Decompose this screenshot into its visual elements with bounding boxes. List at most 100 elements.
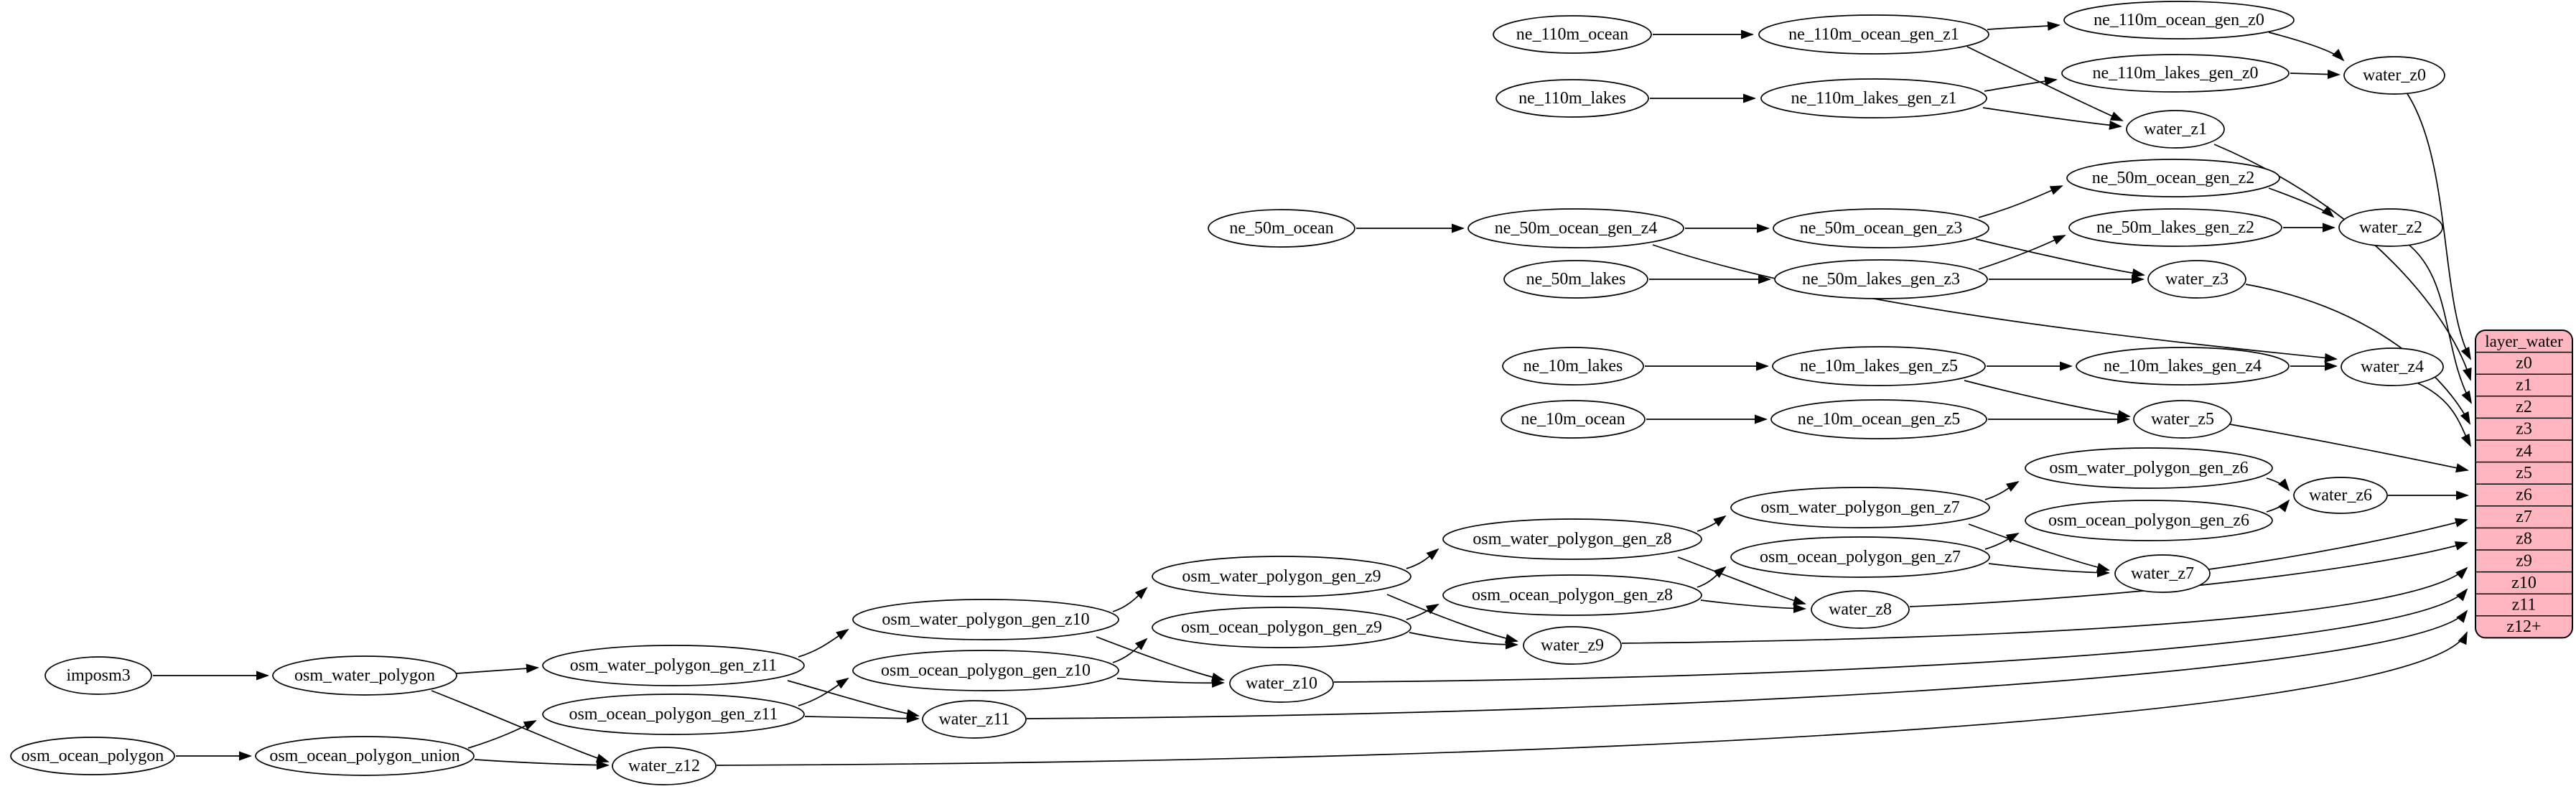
node-ellipse-ne_110m_lakes_gen_z1 [1760,78,1987,118]
node-ellipse-osm_ocean_polygon_gen_z9 [1152,607,1411,648]
edge-osm_water_polygon_gen_z11-to-water_z11 [787,680,920,719]
node-water_z10: water_z10 [1229,664,1334,703]
layer-water-row-z7: z7 [2516,508,2532,526]
edges-layer [153,21,2472,770]
edge-ne_110m_ocean_gen_z1-to-water_z1 [1966,46,2124,121]
node-osm_water_polygon_gen_z10: osm_water_polygon_gen_z10 [852,599,1119,640]
node-label-water_z12: water_z12 [628,757,700,775]
edge-ne_110m_lakes_gen_z1-to-water_z1 [1982,107,2122,130]
node-label-ne_10m_ocean_gen_z5: ne_10m_ocean_gen_z5 [1798,410,1961,429]
node-ellipse-osm_water_polygon_gen_z7 [1730,487,1990,528]
node-water_z6: water_z6 [2293,477,2388,514]
node-ellipse-osm_water_polygon_gen_z10 [852,599,1119,640]
node-label-water_z6: water_z6 [2309,486,2372,505]
node-water_z5: water_z5 [2133,400,2232,439]
node-osm_ocean_polygon: osm_ocean_polygon [10,737,175,775]
node-ellipse-ne_10m_lakes_gen_z4 [2076,347,2290,386]
layer-water-row-z12+: z12+ [2506,617,2541,636]
edge-water_z12-to-row_z12+ [716,631,2468,766]
node-label-ne_50m_ocean: ne_50m_ocean [1229,219,1333,238]
node-water_z9: water_z9 [1523,626,1622,665]
node-label-ne_10m_ocean: ne_10m_ocean [1521,410,1625,429]
node-ellipse-water_z1 [2126,110,2225,149]
node-label-ne_110m_ocean: ne_110m_ocean [1516,25,1628,44]
layer-water-row-z2: z2 [2516,398,2532,416]
node-ellipse-water_z4 [2341,347,2444,386]
edge-ne_50m_ocean_gen_z3-to-water_z3 [1975,238,2145,278]
node-label-water_z8: water_z8 [1829,600,1892,619]
node-water_z7: water_z7 [2114,554,2211,593]
node-ellipse-osm_ocean_polygon_gen_z7 [1730,536,1990,578]
node-water_z8: water_z8 [1811,590,1910,629]
edge-osm_ocean_polygon_gen_z7-to-osm_ocean_polygon_gen_z6 [1984,533,2020,550]
node-ellipse-osm_ocean_polygon_gen_z10 [852,650,1119,691]
layer-water-row-z0: z0 [2516,354,2532,373]
node-ne_50m_lakes_gen_z2: ne_50m_lakes_gen_z2 [2068,208,2282,247]
node-ellipse-ne_110m_ocean [1493,15,1652,54]
node-label-ne_110m_lakes_gen_z1: ne_110m_lakes_gen_z1 [1791,89,1956,108]
node-water_z4: water_z4 [2341,347,2444,386]
node-water_z3: water_z3 [2147,260,2246,299]
node-ne_10m_lakes_gen_z5: ne_10m_lakes_gen_z5 [1772,346,1986,386]
layer-water-table: layer_waterz0z1z2z3z4z5z6z7z8z9z10z11z12… [2475,330,2573,639]
node-label-osm_ocean_polygon_union: osm_ocean_polygon_union [269,747,459,765]
node-ne_50m_ocean_gen_z3: ne_50m_ocean_gen_z3 [1773,208,1989,248]
node-ne_10m_ocean: ne_10m_ocean [1501,400,1646,439]
node-osm_ocean_polygon_gen_z8: osm_ocean_polygon_gen_z8 [1442,574,1702,616]
node-ne_50m_ocean_gen_z4: ne_50m_ocean_gen_z4 [1467,208,1684,248]
node-label-osm_ocean_polygon_gen_z11: osm_ocean_polygon_gen_z11 [569,705,778,724]
node-label-osm_ocean_polygon_gen_z8: osm_ocean_polygon_gen_z8 [1472,586,1673,604]
node-osm_water_polygon_gen_z8: osm_water_polygon_gen_z8 [1442,518,1702,560]
node-ne_50m_ocean: ne_50m_ocean [1208,209,1355,248]
edge-water_z11-to-row_z11 [1026,610,2468,719]
nodes-layer: ne_110m_ocean ne_110m_ocean_gen_z1 ne_110m… [10,1,2445,785]
edge-water_z8-to-row_z8 [1909,541,2468,607]
edge-osm_ocean_polygon_gen_z9-to-water_z9 [1409,632,1518,650]
edge-osm_ocean_polygon_gen_z9-to-osm_ocean_polygon_gen_z8 [1406,604,1439,620]
edge-ne_50m_ocean_gen_z3-to-ne_50m_ocean_gen_z2 [1978,185,2063,218]
node-label-water_z0: water_z0 [2363,66,2426,85]
node-imposm3: imposm3 [45,656,152,695]
node-label-ne_110m_lakes: ne_110m_lakes [1518,89,1626,108]
node-osm_water_polygon_gen_z7: osm_water_polygon_gen_z7 [1730,487,1990,528]
node-ellipse-osm_ocean_polygon_union [255,736,475,776]
node-water_z1: water_z1 [2126,110,2225,149]
node-ellipse-water_z6 [2293,477,2388,514]
node-osm_ocean_polygon_union: osm_ocean_polygon_union [255,736,475,776]
node-ellipse-osm_ocean_polygon [10,737,175,775]
edge-osm_water_polygon_gen_z8-to-water_z8 [1677,556,1806,605]
node-ne_50m_lakes: ne_50m_lakes [1503,260,1648,299]
node-ellipse-ne_50m_ocean_gen_z2 [2066,159,2280,197]
node-ellipse-osm_ocean_polygon_gen_z8 [1442,574,1702,616]
node-ne_110m_ocean_gen_z1: ne_110m_ocean_gen_z1 [1758,14,1989,55]
node-ne_10m_ocean_gen_z5: ne_10m_ocean_gen_z5 [1770,399,1987,439]
layer-water-row-z10: z10 [2511,574,2537,592]
node-label-osm_water_polygon_gen_z8: osm_water_polygon_gen_z8 [1473,530,1671,548]
edge-osm_water_polygon_gen_z6-to-water_z6 [2266,477,2290,492]
node-osm_water_polygon_gen_z6: osm_water_polygon_gen_z6 [2025,447,2273,489]
edge-water_z4-to-row_z4 [2416,382,2471,447]
node-ellipse-ne_110m_lakes [1495,79,1649,118]
node-label-ne_10m_lakes_gen_z4: ne_10m_lakes_gen_z4 [2104,357,2262,375]
node-label-osm_water_polygon_gen_z7: osm_water_polygon_gen_z7 [1760,498,1959,517]
edge-osm_ocean_polygon_gen_z11-to-osm_ocean_polygon_gen_z10 [798,677,849,706]
node-ellipse-water_z2 [2338,208,2443,247]
node-label-osm_water_polygon_gen_z10: osm_water_polygon_gen_z10 [882,610,1089,629]
node-label-osm_water_polygon_gen_z9: osm_water_polygon_gen_z9 [1182,567,1381,586]
layer-water-row-z5: z5 [2516,464,2532,482]
node-label-osm_ocean_polygon_gen_z7: osm_ocean_polygon_gen_z7 [1760,548,1961,566]
layer-water-row-z3: z3 [2516,420,2532,439]
edge-water_z2-to-row_z2 [2407,243,2472,404]
node-osm_water_polygon: osm_water_polygon [272,655,457,696]
node-ellipse-ne_110m_ocean_gen_z1 [1758,14,1989,55]
node-ellipse-ne_50m_lakes_gen_z2 [2068,208,2282,247]
node-label-water_z5: water_z5 [2151,410,2214,429]
edge-ne_50m_lakes_gen_z3-to-ne_50m_lakes_gen_z2 [1978,235,2066,270]
edge-osm_ocean_polygon_gen_z8-to-osm_ocean_polygon_gen_z7 [1697,566,1727,588]
node-ellipse-osm_water_polygon_gen_z11 [542,645,805,686]
layer-water-row-z6: z6 [2516,486,2532,505]
node-ellipse-ne_110m_ocean_gen_z0 [2063,1,2295,39]
edge-ne_110m_ocean_gen_z1-to-ne_110m_ocean_gen_z0 [1987,21,2061,31]
